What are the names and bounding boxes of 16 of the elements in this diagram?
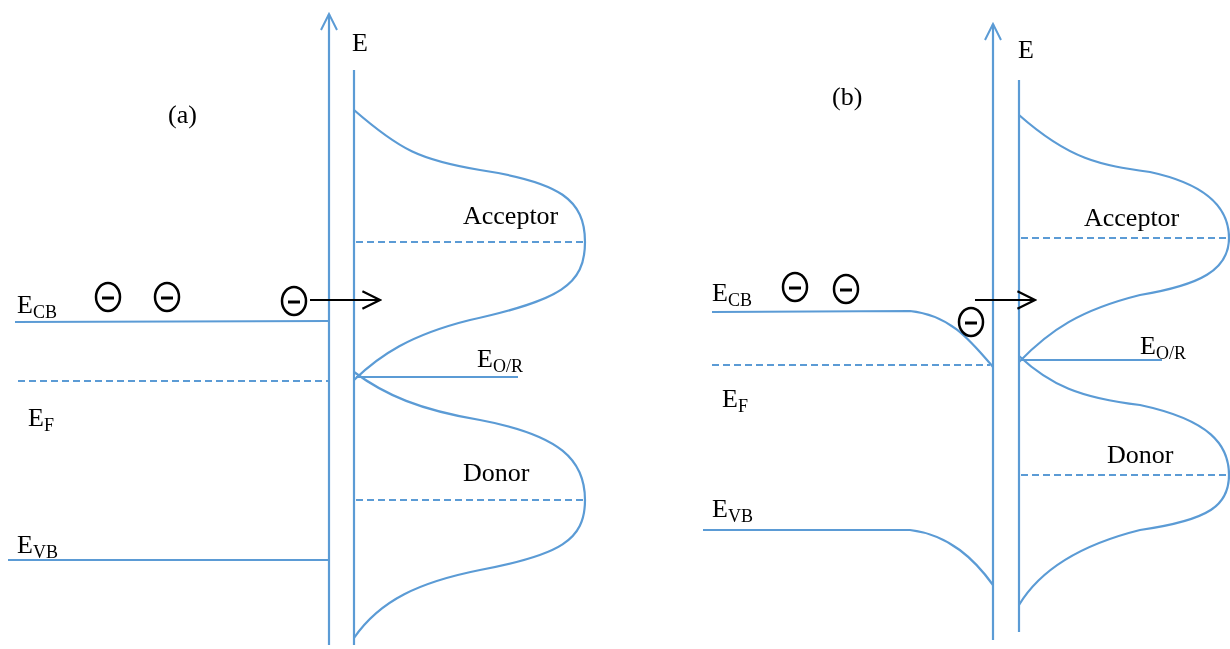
axis-label: E: [352, 30, 368, 56]
level-label: Acceptor: [1084, 205, 1180, 231]
level-label: E$_{F}$: [722, 386, 748, 415]
level-label: E$_{VB}$: [712, 496, 753, 525]
level-label: Donor: [463, 460, 530, 486]
level-label: Donor: [1107, 442, 1174, 468]
level-label: E$_{CB}$: [712, 280, 752, 309]
level-label: E$_{F}$: [28, 405, 54, 434]
level-label: Acceptor: [463, 203, 559, 229]
level-label: E$_{O/R}$: [477, 346, 523, 375]
level-label: E$_{O/R}$: [1140, 333, 1186, 362]
level-label: E$_{CB}$: [17, 292, 57, 321]
level-label: E$_{VB}$: [17, 532, 58, 561]
panel-label: (b): [832, 84, 863, 110]
panel-label: (a): [168, 102, 197, 128]
axis-label: E: [1018, 37, 1034, 63]
